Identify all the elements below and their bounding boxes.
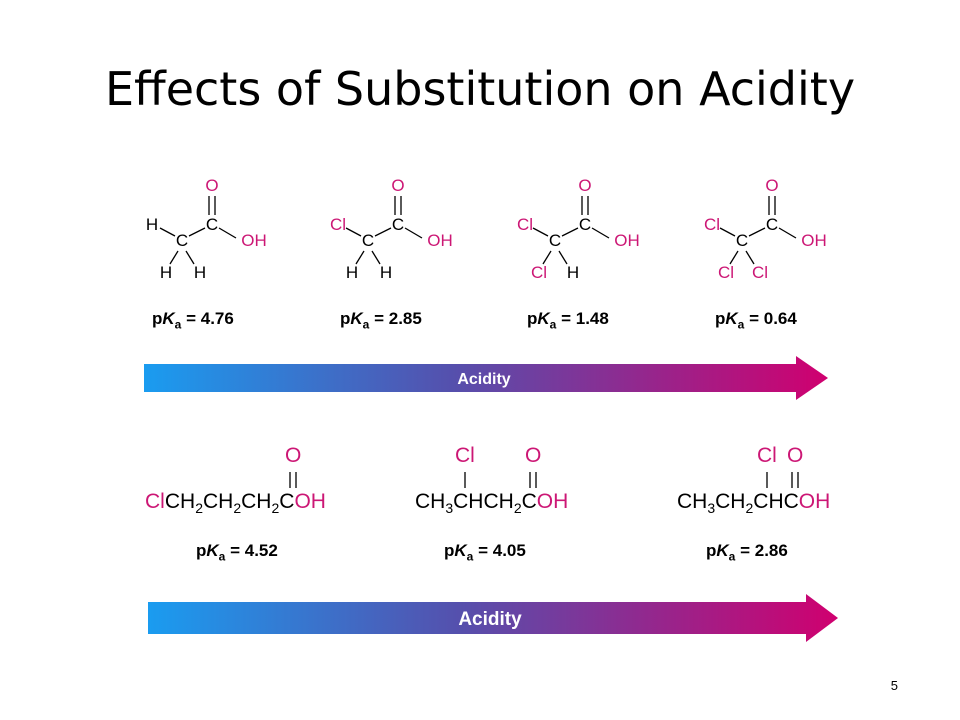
substituent-top-left: Cl: [517, 215, 533, 234]
hydroxyl-group: OH: [427, 231, 453, 250]
bond: [218, 227, 237, 239]
bond: [748, 227, 766, 237]
bond: [561, 227, 579, 237]
bond: [188, 227, 206, 237]
pka-label-4-chlorobutanoic: pKa = 4.52: [196, 541, 278, 564]
bond: [345, 227, 362, 237]
substituent-bottom-left: Cl: [718, 263, 734, 282]
slide-title: Effects of Substitution on Acidity: [104, 62, 856, 116]
bond: [374, 227, 392, 237]
carbonyl-oxygen: O: [525, 444, 542, 467]
pka-value: 2.86: [754, 541, 788, 560]
substituent-bottom-right: H: [194, 263, 206, 282]
pka-value: 4.76: [200, 309, 234, 328]
pka-value: 2.85: [388, 309, 422, 328]
bond: [371, 250, 381, 265]
carbonyl-carbon: C: [579, 215, 591, 234]
substituent-bottom-right: H: [380, 263, 392, 282]
molecule-3-chlorobutanoic: CH3CHCH2COH: [415, 490, 569, 517]
bond: [745, 250, 755, 265]
bond: [185, 250, 195, 265]
pka-label-dichloroacetic: pKa = 1.48: [527, 309, 609, 332]
acidity-arrow-row2: Acidity: [148, 594, 838, 642]
acidity-arrow-row1: Acidity: [144, 356, 828, 400]
bond: [355, 250, 365, 265]
carbonyl-carbon: C: [206, 215, 218, 234]
substituent-bottom-left: H: [346, 263, 358, 282]
bond: [558, 250, 568, 265]
bond: [729, 250, 739, 265]
pka-label-3-chlorobutanoic: pKa = 4.05: [444, 541, 526, 564]
bond: [719, 227, 736, 237]
chlorine-substituent: Cl: [455, 444, 475, 467]
carbonyl-oxygen: O: [205, 176, 218, 195]
page-number: 5: [890, 678, 898, 693]
bond: [591, 227, 610, 239]
hydroxyl-group: OH: [801, 231, 827, 250]
molecule-2-chlorobutanoic: CH3CH2CHCOH: [677, 490, 831, 517]
substituent-bottom-left: H: [160, 263, 172, 282]
substituent-bottom-left: Cl: [531, 263, 547, 282]
substituent-bottom-right: Cl: [752, 263, 768, 282]
alpha-carbon: C: [176, 231, 188, 250]
pka-label-acetic: pKa = 4.76: [152, 309, 234, 332]
bond: [404, 227, 423, 239]
carbonyl-carbon: C: [392, 215, 404, 234]
bond: [159, 227, 176, 237]
substituent-top-left: Cl: [330, 215, 346, 234]
carbonyl-oxygen: O: [285, 444, 302, 467]
alpha-carbon: C: [362, 231, 374, 250]
carbonyl-oxygen: O: [578, 176, 591, 195]
bond: [169, 250, 179, 265]
arrow-label: Acidity: [458, 609, 522, 630]
substituent-top-left: H: [146, 215, 158, 234]
alpha-carbon: C: [736, 231, 748, 250]
bond: [542, 250, 552, 265]
hydroxyl-group: OH: [614, 231, 640, 250]
pka-label-trichloroacetic: pKa = 0.64: [715, 309, 797, 332]
carbonyl-oxygen: O: [391, 176, 404, 195]
arrow-label: Acidity: [457, 371, 510, 388]
carbonyl-oxygen: O: [765, 176, 778, 195]
bond: [778, 227, 797, 239]
molecule-4-chlorobutanoic: ClCH2CH2CH2COH: [145, 490, 326, 517]
pka-value: 1.48: [575, 309, 609, 328]
pka-value: 4.52: [244, 541, 278, 560]
pka-value: 4.05: [492, 541, 526, 560]
carbonyl-carbon: C: [766, 215, 778, 234]
hydroxyl-group: OH: [241, 231, 267, 250]
bond: [532, 227, 549, 237]
pka-label-2-chlorobutanoic: pKa = 2.86: [706, 541, 788, 564]
pka-label-chloroacetic: pKa = 2.85: [340, 309, 422, 332]
alpha-carbon: C: [549, 231, 561, 250]
chlorine-substituent: Cl: [757, 444, 777, 467]
pka-value: 0.64: [763, 309, 797, 328]
carbonyl-oxygen: O: [787, 444, 804, 467]
substituent-top-left: Cl: [704, 215, 720, 234]
substituent-bottom-right: H: [567, 263, 579, 282]
